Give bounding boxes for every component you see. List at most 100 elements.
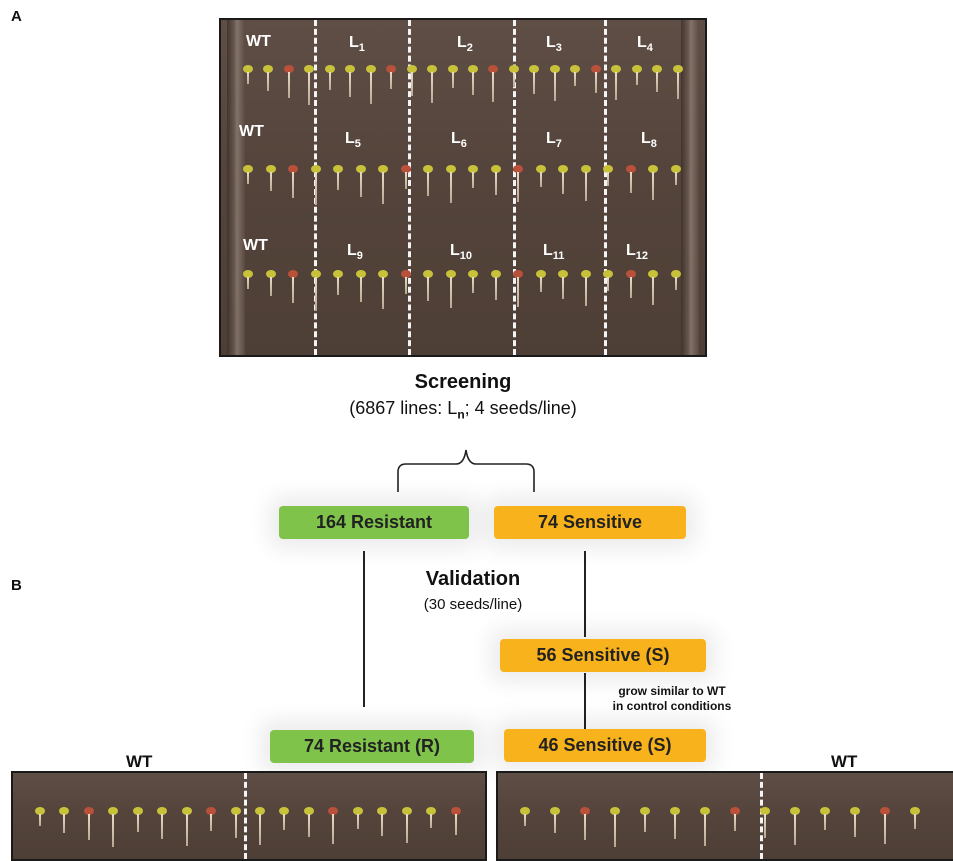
plate-rail-right: [681, 20, 699, 355]
seedling-leaf: [488, 65, 499, 73]
label-l4: L4: [637, 34, 653, 55]
seedling-root: [824, 814, 826, 830]
label-l10: L10: [450, 242, 473, 263]
sensitive-74-box: 74 Sensitive: [494, 506, 686, 539]
seedling-root: [404, 172, 407, 189]
seedling-leaf: [490, 270, 501, 278]
seedling-leaf: [535, 270, 546, 278]
bottom-left-wt-label: WT: [126, 752, 153, 771]
seedling-root: [390, 72, 393, 89]
label-l4-text: 4: [646, 42, 653, 55]
seedling: [758, 807, 772, 847]
seedling: [405, 65, 419, 105]
connector-sensitive-top: [584, 551, 586, 637]
seedling: [908, 807, 922, 847]
seedling-row-bottom-right: [498, 807, 953, 847]
seedling-leaf: [377, 807, 388, 815]
seedling: [489, 270, 503, 310]
seedling: [421, 270, 435, 310]
seedling-root: [554, 814, 556, 833]
divider-3: [513, 20, 516, 355]
seedling-leaf: [611, 65, 622, 73]
seedling-root: [492, 72, 495, 102]
seedling: [264, 270, 278, 310]
seedling-root: [381, 814, 384, 836]
seedling-leaf: [549, 65, 560, 73]
seedling-root: [161, 814, 164, 839]
label-l7: L7: [546, 130, 562, 151]
seedling: [399, 270, 413, 310]
seedling-leaf: [304, 65, 315, 73]
seedling-leaf: [243, 165, 253, 173]
seedling-root: [431, 72, 434, 103]
seedling-root: [247, 172, 249, 184]
seedling: [449, 807, 463, 847]
seedling-row-2: [221, 165, 705, 205]
seedling: [466, 165, 480, 205]
label-l1-text: 1: [358, 42, 365, 55]
seedling-leaf: [255, 807, 265, 815]
resistant-164-box: 164 Resistant: [279, 506, 469, 539]
seedling: [669, 270, 683, 310]
seedling-root: [328, 72, 331, 90]
label-l1: L1: [349, 34, 365, 55]
seedling: [375, 807, 389, 847]
seedling-leaf: [445, 270, 456, 278]
seedling-root: [382, 172, 384, 204]
seedling-leaf: [310, 270, 321, 278]
seedling-row-1: [221, 65, 705, 105]
seedling: [601, 270, 615, 310]
seedling-root: [512, 72, 515, 87]
seedling-leaf: [324, 65, 335, 73]
connector-resistant: [363, 551, 365, 707]
seedling-leaf: [580, 165, 591, 173]
seedling-root: [314, 172, 317, 205]
seedling-root: [283, 814, 286, 830]
seedling-root: [405, 814, 408, 843]
seedling-leaf: [490, 165, 501, 173]
seedling-root: [674, 277, 677, 290]
label-l3: L3: [546, 34, 562, 55]
seedling-root: [494, 277, 497, 300]
seedling-root: [63, 814, 66, 833]
seedling-root: [614, 814, 616, 847]
seedling-root: [359, 172, 362, 197]
seedling-leaf: [580, 807, 590, 815]
seedling-leaf: [352, 807, 363, 815]
seedling-leaf: [378, 165, 388, 173]
seedling: [511, 270, 525, 310]
seedling: [638, 807, 652, 847]
seedling: [548, 65, 562, 105]
seedling: [650, 65, 664, 105]
seedling-root: [553, 72, 556, 101]
seedling-leaf: [570, 65, 581, 73]
seedling-root: [539, 277, 542, 292]
seedling: [601, 165, 615, 205]
note-line-1: grow similar to WT: [618, 684, 726, 698]
bottom-left-divider: [244, 773, 247, 859]
seedling-leaf: [468, 270, 478, 278]
seedling-leaf: [652, 65, 663, 73]
seedling: [669, 165, 683, 205]
seedling-root: [337, 277, 339, 295]
seedling-root: [704, 814, 706, 846]
label-l6-text: 6: [460, 138, 467, 151]
seedling-root: [259, 814, 261, 845]
seedling-root: [652, 277, 654, 305]
seedling-root: [524, 814, 526, 826]
seedling-leaf: [590, 65, 601, 73]
seedling-root: [562, 172, 564, 194]
screening-subtitle-post: ; 4 seeds/line): [464, 398, 577, 418]
seedling: [241, 270, 255, 310]
seedling: [489, 165, 503, 205]
seedling-root: [136, 814, 139, 832]
seedling-leaf: [423, 165, 433, 173]
label-l12: L12: [626, 242, 649, 263]
seedling-root: [607, 172, 609, 186]
seedling-root: [369, 72, 372, 104]
seedling-leaf: [580, 270, 591, 278]
label-l10-text: 10: [459, 250, 473, 263]
seedling: [608, 807, 622, 847]
seedling-leaf: [447, 65, 458, 73]
seedling-root: [308, 72, 311, 105]
